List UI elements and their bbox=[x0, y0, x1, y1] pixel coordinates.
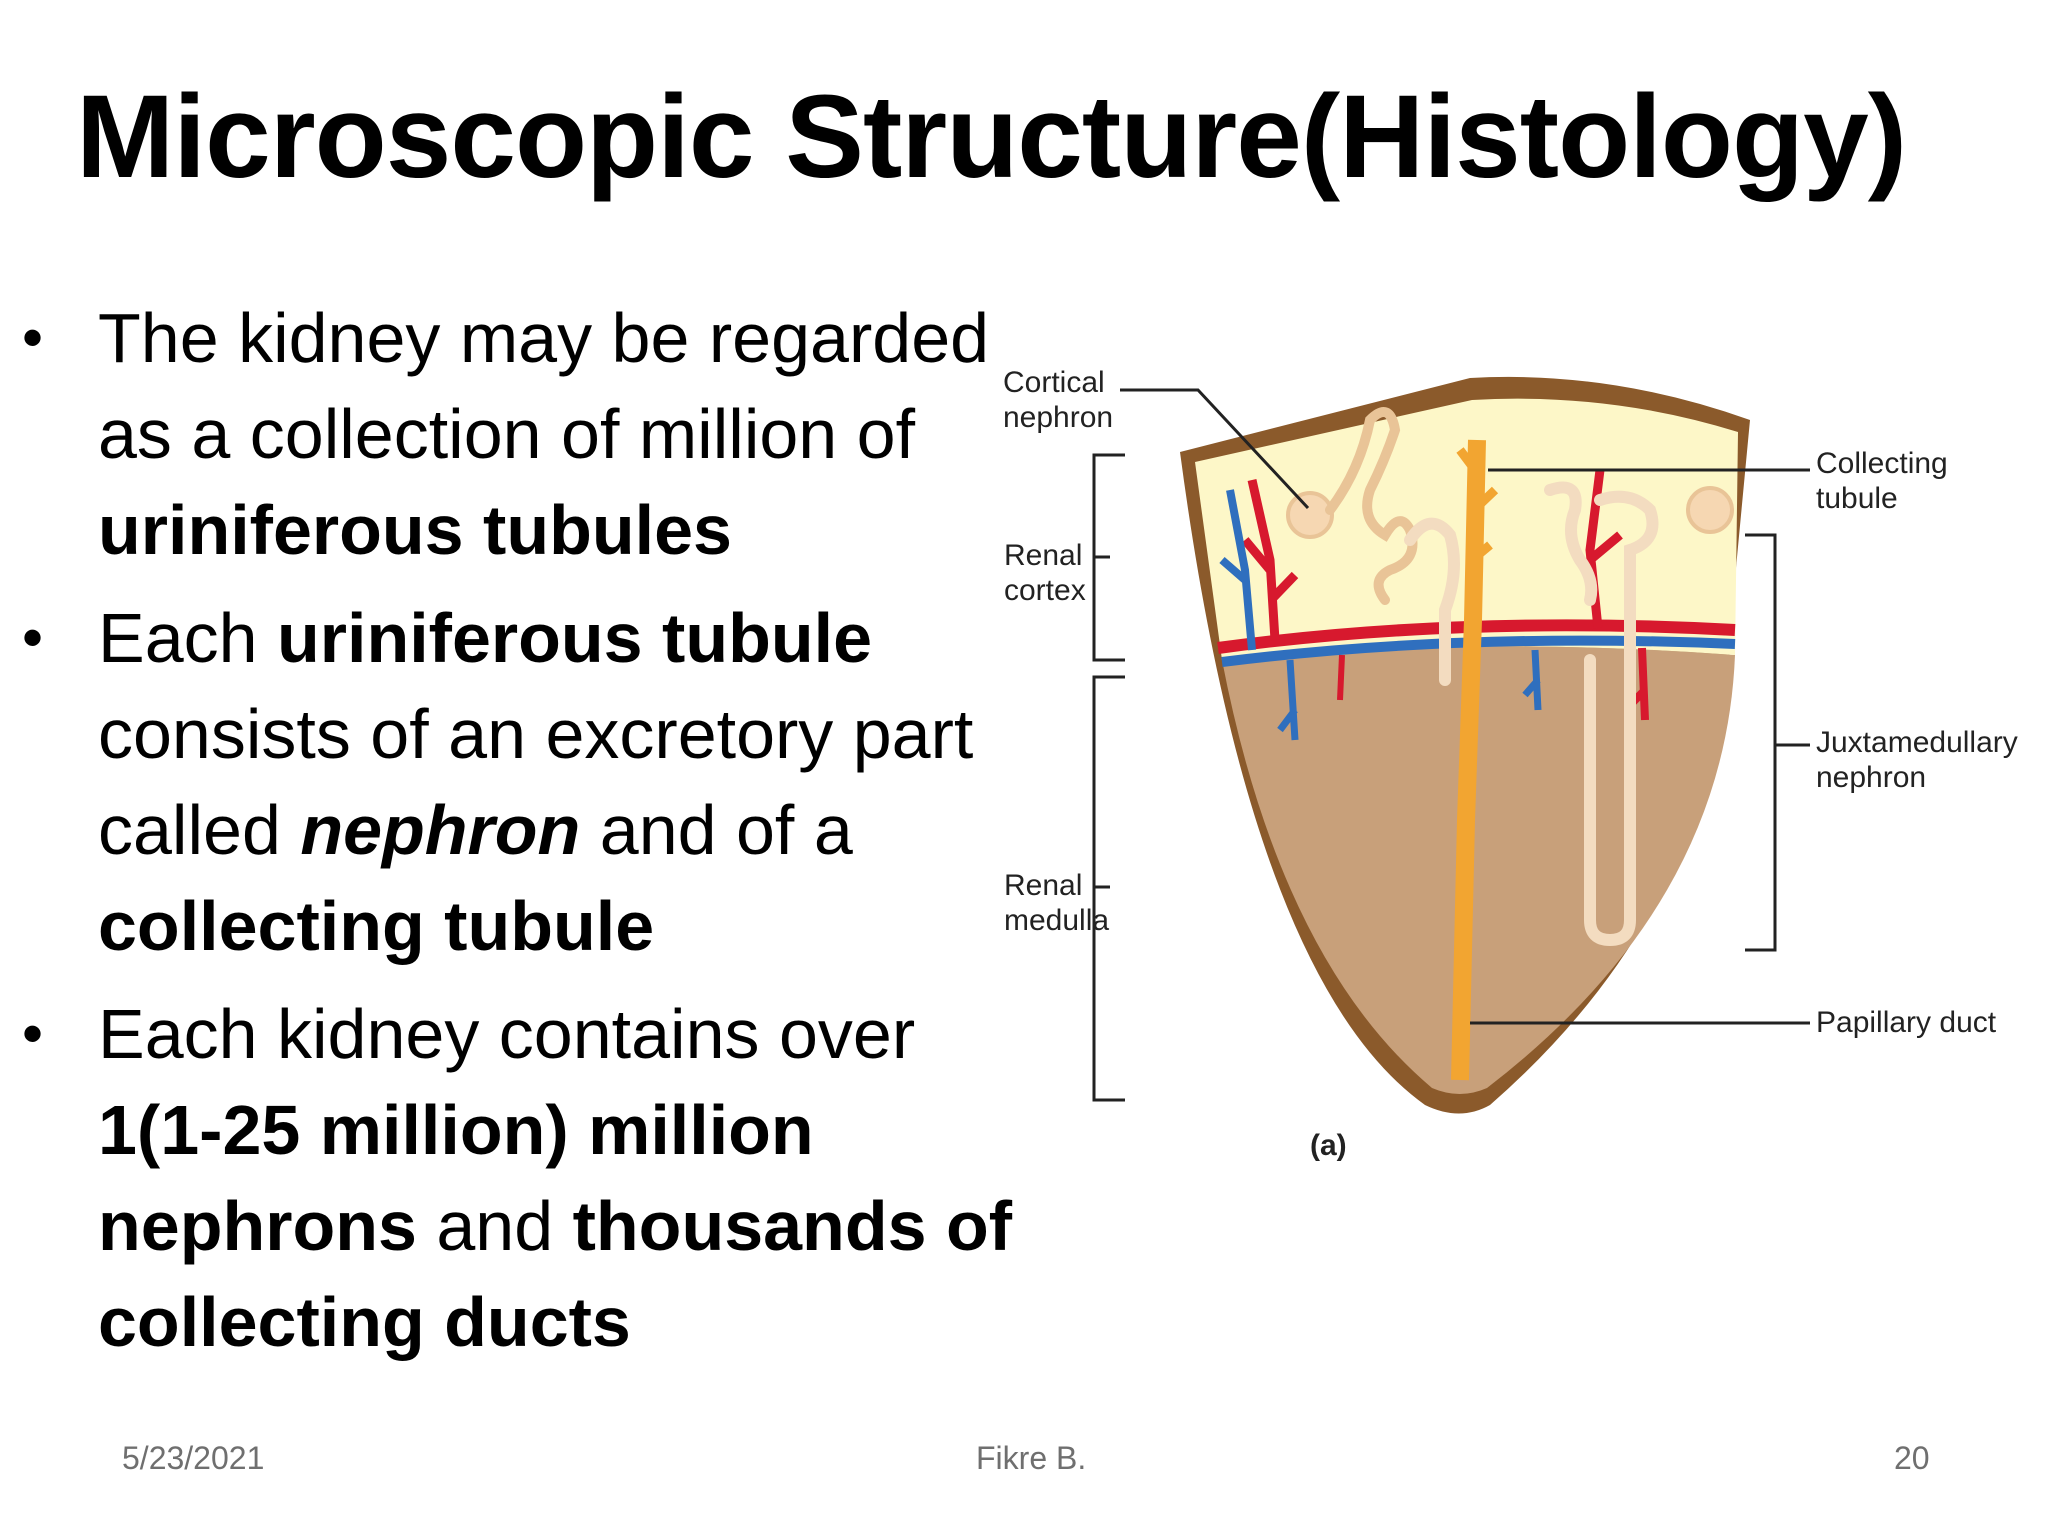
text-segment-bold: uriniferous tubules bbox=[98, 491, 732, 569]
vasa-recta-vein bbox=[1277, 659, 1299, 741]
collecting-duct bbox=[1451, 439, 1486, 1081]
label-cortical-nephron: Cortical bbox=[1003, 366, 1105, 399]
bullet-text: The kidney may be regarded as a collecti… bbox=[98, 290, 1040, 578]
text-segment: The kidney may be regarded as a collecti… bbox=[98, 299, 990, 473]
text-segment: consists of an excretory part called bbox=[98, 695, 974, 869]
label-collecting-tubule: tubule bbox=[1816, 482, 1898, 515]
text-segment-bold: collecting tubule bbox=[98, 887, 655, 965]
bullet-dot: • bbox=[22, 1000, 44, 1067]
label-renal-medulla: Renal bbox=[1004, 869, 1082, 902]
bullet-text: Each kidney contains over 1(1-25 million… bbox=[98, 986, 1040, 1370]
bullet-dot: • bbox=[22, 604, 44, 671]
bullet-text: Each uriniferous tubule consists of an e… bbox=[98, 590, 1040, 974]
collecting-duct-branch bbox=[1456, 447, 1499, 564]
text-segment: and bbox=[416, 1187, 573, 1265]
label-renal-cortex: Renal bbox=[1004, 539, 1082, 572]
vasa-recta-vein bbox=[1522, 649, 1542, 711]
label-papillary-duct: Papillary duct bbox=[1816, 1006, 1997, 1039]
interlobular-vein bbox=[1219, 489, 1256, 651]
label-panel-a: (a) bbox=[1310, 1129, 1347, 1162]
label-collecting-tubule: Collecting bbox=[1816, 447, 1948, 480]
text-segment-bold: 1(1-25 million) million nephrons bbox=[98, 1091, 814, 1265]
text-segment: and of a bbox=[580, 791, 853, 869]
label-juxtamedullary-nephron: nephron bbox=[1816, 761, 1926, 794]
cortical-nephron-tubule bbox=[1286, 407, 1418, 605]
vasa-recta-artery bbox=[1337, 654, 1345, 701]
label-juxtamedullary-nephron: Juxtamedullary bbox=[1816, 726, 2018, 759]
slide-title: Microscopic Structure(Histology) bbox=[76, 71, 1907, 203]
kidney-section-diagram: Cortical nephron Renal cortex Renal medu… bbox=[1003, 366, 2018, 1162]
footer-page-number: 20 bbox=[1894, 1440, 1930, 1476]
label-cortical-nephron: nephron bbox=[1003, 401, 1113, 434]
bullet-dot: • bbox=[22, 304, 44, 371]
text-segment: Each bbox=[98, 599, 277, 677]
bullet-item: • Each kidney contains over 1(1-25 milli… bbox=[0, 986, 1040, 1370]
label-renal-cortex: cortex bbox=[1004, 574, 1086, 607]
label-renal-medulla: medulla bbox=[1004, 904, 1109, 937]
footer-author: Fikre B. bbox=[976, 1440, 1087, 1476]
footer-date: 5/23/2021 bbox=[122, 1440, 265, 1476]
text-segment-bold: thousands of collecting ducts bbox=[98, 1187, 1013, 1361]
juxtamedullary-nephron-tubule bbox=[1404, 481, 1734, 947]
interlobular-artery bbox=[1241, 479, 1299, 641]
bullet-item: • The kidney may be regarded as a collec… bbox=[0, 290, 1040, 578]
label-leaders bbox=[1092, 388, 1810, 1102]
text-segment-bold: uriniferous tubule bbox=[277, 599, 872, 677]
text-segment-bold-italic: nephron bbox=[300, 791, 581, 869]
bullet-list: • The kidney may be regarded as a collec… bbox=[0, 290, 1040, 1382]
bullet-item: • Each uriniferous tubule consists of an… bbox=[0, 590, 1040, 974]
text-segment: Each kidney contains over bbox=[98, 995, 916, 1073]
renal-medulla-region bbox=[1222, 646, 1735, 1094]
